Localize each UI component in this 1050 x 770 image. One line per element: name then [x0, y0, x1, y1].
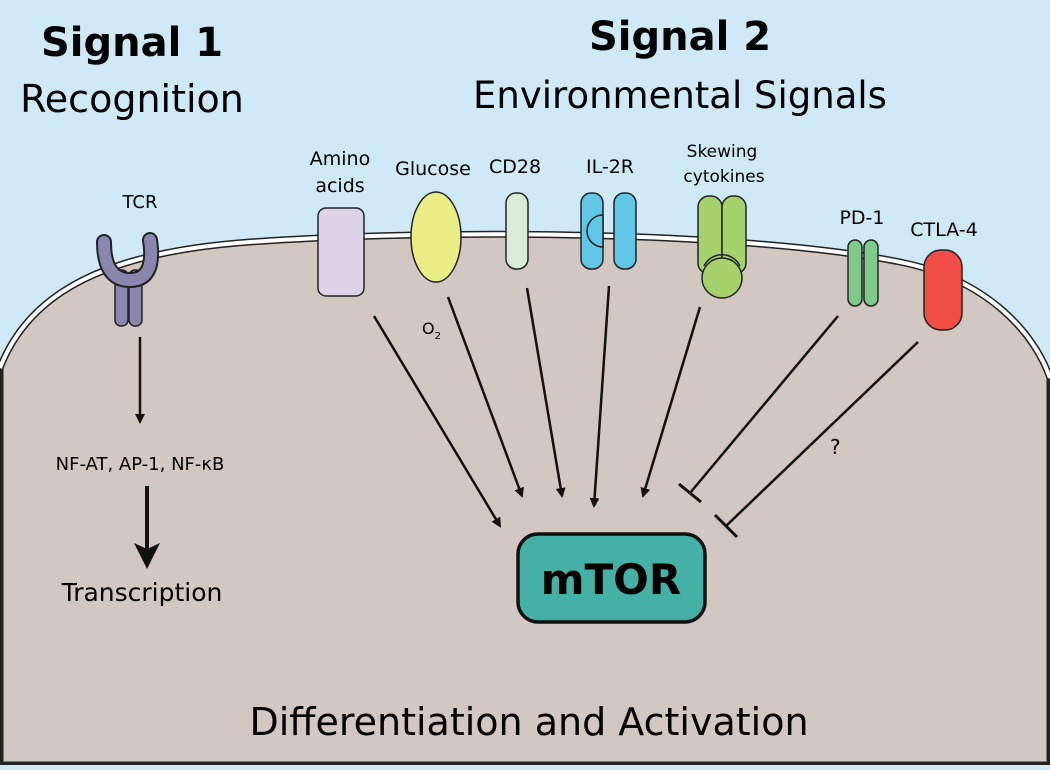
- tcr-receptor: [96, 232, 159, 327]
- transcription-label: Transcription: [61, 578, 223, 607]
- il2r-to-mtor-arrow: [589, 285, 611, 508]
- skewing-cytokine-receptor: [697, 195, 747, 299]
- ctla4-inhibition-line: [713, 341, 919, 539]
- cd28-to-mtor-arrow: [525, 287, 566, 498]
- glucose-label: Glucose: [395, 158, 471, 180]
- amino-acid-transporter: [317, 207, 365, 297]
- skewing-cytokines-label-line2: cytokines: [683, 167, 764, 187]
- pd1-inhibition-line: [678, 315, 839, 504]
- mtor-label: mTOR: [541, 555, 681, 604]
- amino-acids-label-line1: Amino: [310, 148, 370, 170]
- cell-membrane: [0, 230, 1050, 769]
- glucose-transporter: [410, 191, 462, 283]
- glucose-to-mtor-arrow: [446, 296, 524, 498]
- cd28-label: CD28: [489, 156, 541, 178]
- signal-2-subtitle: Environmental Signals: [473, 74, 887, 117]
- amino-acids-to-mtor-arrow: [372, 315, 502, 528]
- tcr-label: TCR: [121, 192, 157, 213]
- differentiation-activation-label: Differentiation and Activation: [249, 700, 808, 744]
- pd1-label: PD-1: [839, 207, 884, 229]
- signal-1-subtitle: Recognition: [20, 77, 244, 121]
- ctla4-question-mark: ?: [830, 435, 841, 459]
- il2r-label: IL-2R: [586, 156, 634, 178]
- oxygen-label: O2: [422, 319, 441, 342]
- ctla4-receptor: [923, 249, 963, 331]
- skewing-cytokines-to-mtor-arrow: [640, 306, 702, 498]
- il2r-receptor: [580, 192, 637, 270]
- pd1-receptor: [847, 239, 879, 307]
- transcription-factors-label: NF-AT, AP-1, NF-κB: [56, 454, 225, 475]
- cell-membrane-highlight: [0, 232, 1050, 379]
- cd28-receptor: [505, 192, 529, 270]
- mtor-node: [516, 532, 707, 624]
- amino-acids-label-line2: acids: [315, 175, 364, 197]
- signal-2-title: Signal 2: [589, 14, 771, 60]
- ctla4-label: CTLA-4: [910, 219, 977, 241]
- skewing-cytokines-label-line1: Skewing: [687, 142, 758, 162]
- signal-1-title: Signal 1: [41, 20, 223, 66]
